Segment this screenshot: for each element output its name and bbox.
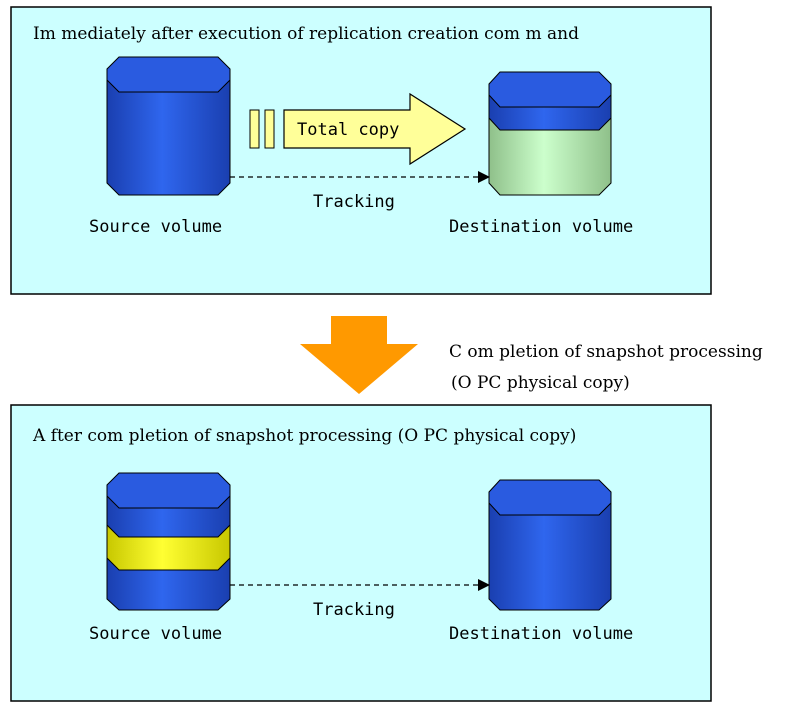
destination-volume-label-after: Destination volume [449, 624, 633, 644]
destination-volume-top [488, 71, 612, 108]
copy-progress-marks [249, 109, 275, 149]
transition-arrow [300, 316, 418, 394]
tracking-label-before: Tracking [313, 192, 395, 212]
source-volume-top-after [106, 472, 231, 509]
source-volume-label-before: Source volume [89, 217, 222, 237]
panel-after-title: A fter com pletion of snapshot processin… [32, 426, 576, 446]
source-volume-top [106, 56, 231, 93]
transition-text-line2: (O PC physical copy) [451, 373, 630, 393]
destination-volume-after [488, 479, 612, 611]
source-volume-body [106, 79, 231, 196]
panel-before: Im mediately after execution of replicat… [10, 6, 712, 295]
source-volume-label-after: Source volume [89, 624, 222, 644]
destination-volume-top-after [488, 479, 612, 516]
destination-volume-before [488, 71, 612, 196]
tracking-label-after: Tracking [313, 600, 395, 620]
source-volume-before [106, 56, 231, 196]
panel-before-title: Im mediately after execution of replicat… [33, 24, 579, 44]
source-volume-after [106, 472, 231, 611]
destination-volume-label-before: Destination volume [449, 217, 633, 237]
destination-volume-body-after [488, 502, 612, 611]
total-copy-arrow: Total copy [283, 92, 467, 166]
transition-text-line1: C om pletion of snapshot processing [449, 342, 763, 362]
panel-after: A fter com pletion of snapshot processin… [10, 404, 712, 702]
total-copy-label: Total copy [297, 120, 399, 140]
